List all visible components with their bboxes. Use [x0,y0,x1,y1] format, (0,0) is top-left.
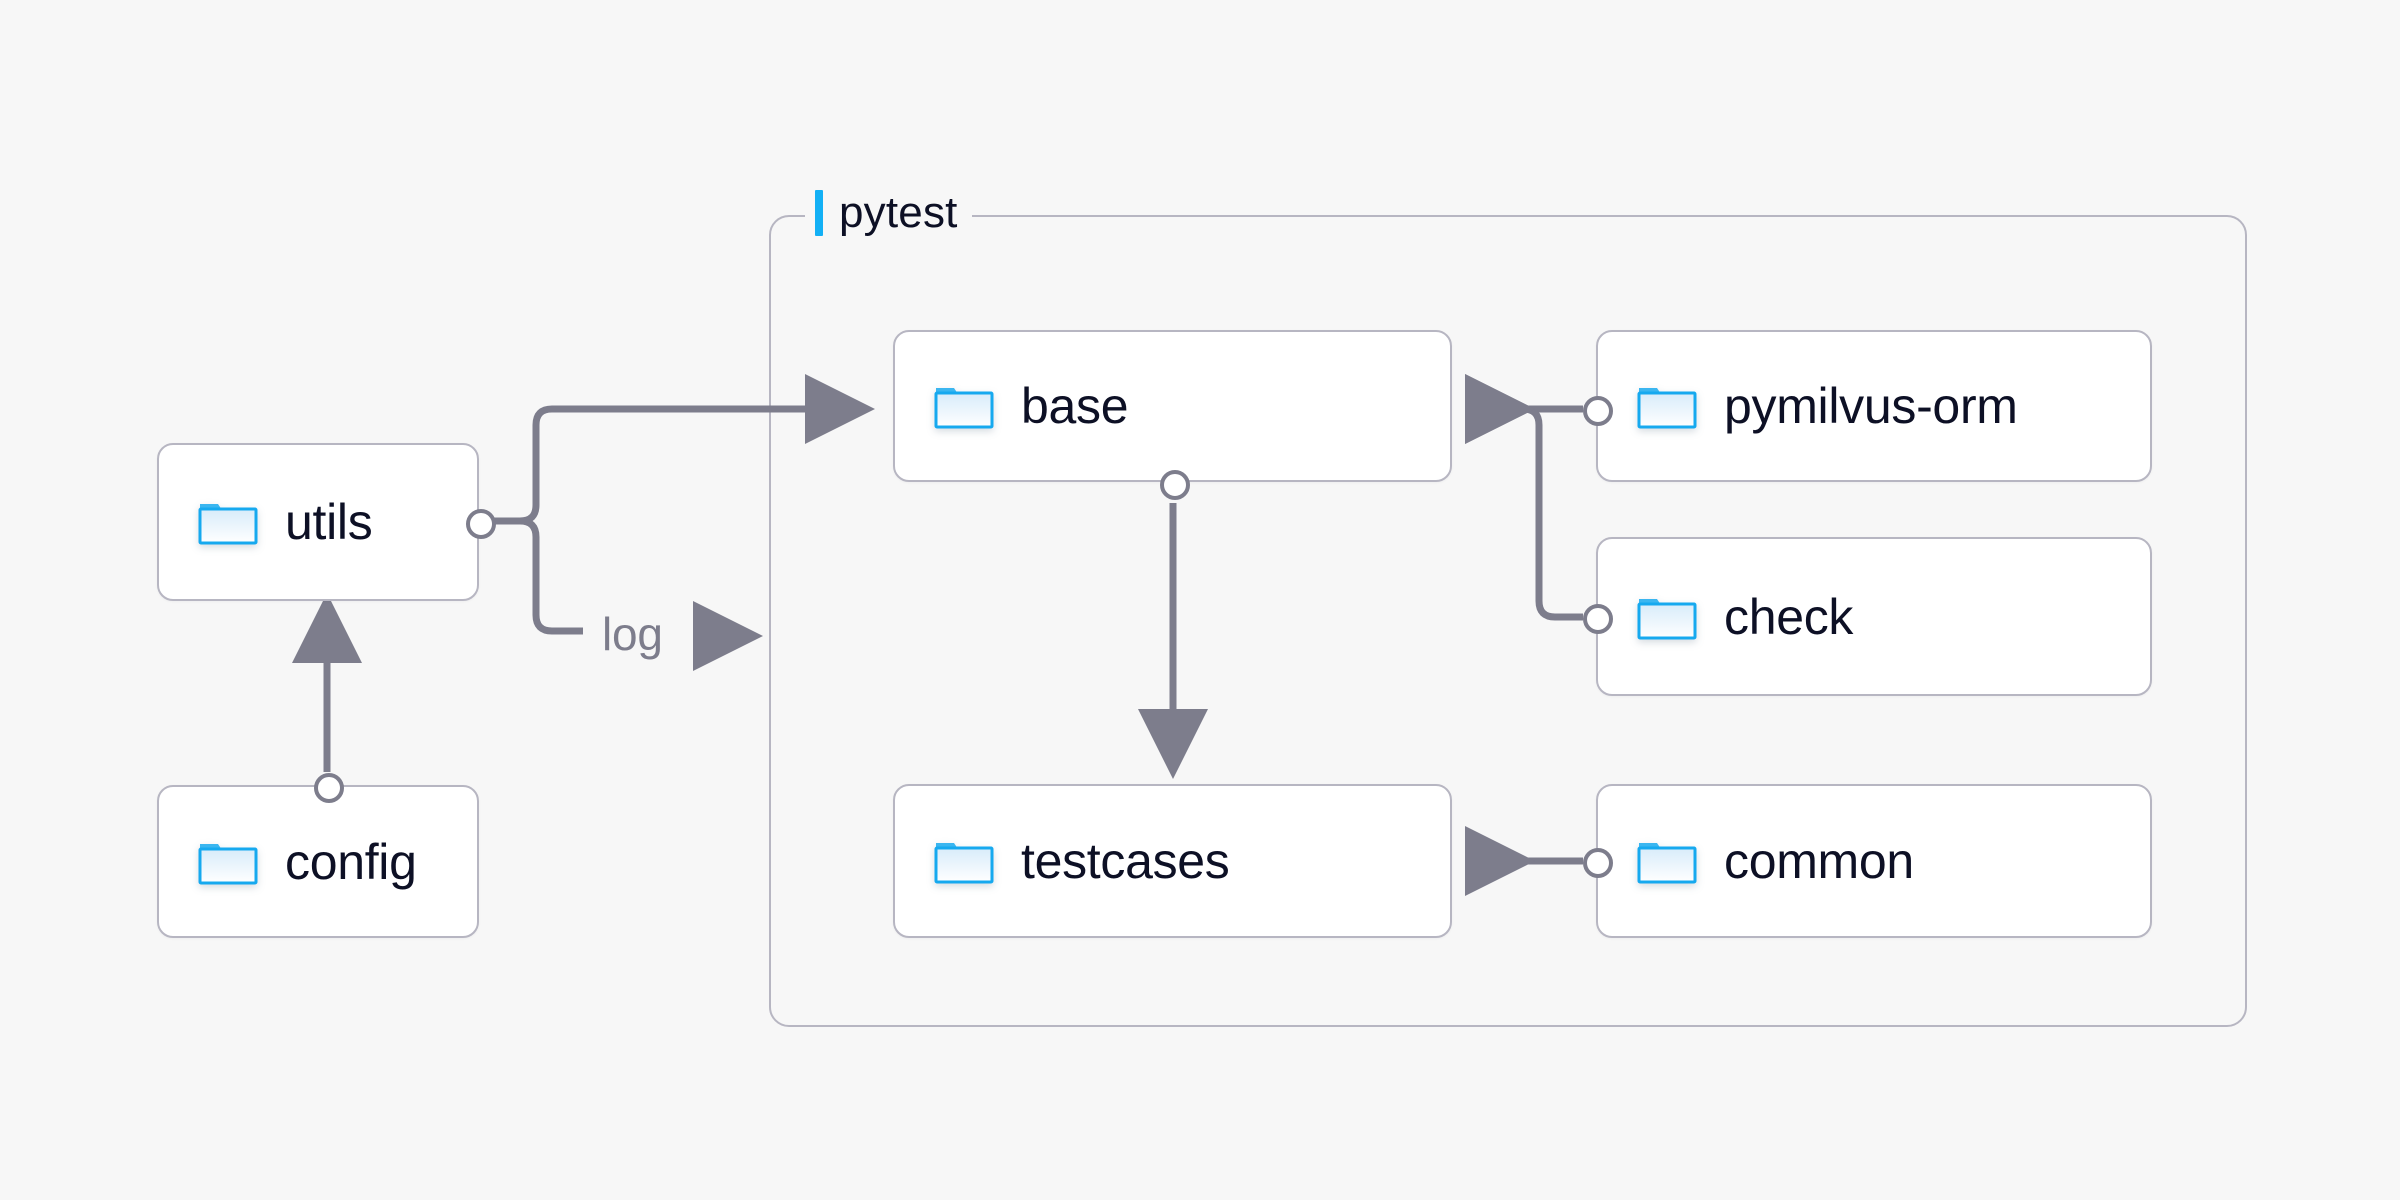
node-config[interactable]: config [157,773,479,938]
node-label: config [285,833,417,890]
port-pymilvus-orm-left[interactable] [1583,396,1613,426]
node-base[interactable]: base [893,330,1452,500]
folder-icon [1637,388,1697,429]
folder-icon [934,388,994,429]
folder-icon [934,843,994,884]
group-title-text: pytest [839,188,958,237]
folder-icon [1637,598,1697,639]
node-label: testcases [1021,833,1230,889]
pytest-group-label: pytest [805,185,972,241]
folder-icon [198,843,258,884]
pytest-group-container[interactable] [769,215,2247,1027]
port-common-left[interactable] [1583,848,1613,878]
port-check-left[interactable] [1583,604,1613,634]
node-label: pymilvus-orm [1724,378,2018,434]
node-label: base [1021,378,1129,434]
node-check[interactable]: check [1583,537,2152,696]
node-label: utils [285,494,373,550]
port-base-bottom[interactable] [1160,470,1190,500]
node-label: check [1724,588,1854,645]
node-pymilvus-orm[interactable]: pymilvus-orm [1583,330,2152,482]
node-testcases[interactable]: testcases [893,784,1452,938]
port-utils-right[interactable] [466,509,496,539]
port-config-top[interactable] [314,773,344,803]
group-accent-bar [815,190,823,236]
edge-label-log: log [602,608,663,660]
node-common[interactable]: common [1583,784,2152,938]
folder-icon [1637,843,1697,884]
node-utils[interactable]: utils [157,443,496,601]
node-label: common [1724,833,1914,889]
folder-icon [198,504,258,545]
